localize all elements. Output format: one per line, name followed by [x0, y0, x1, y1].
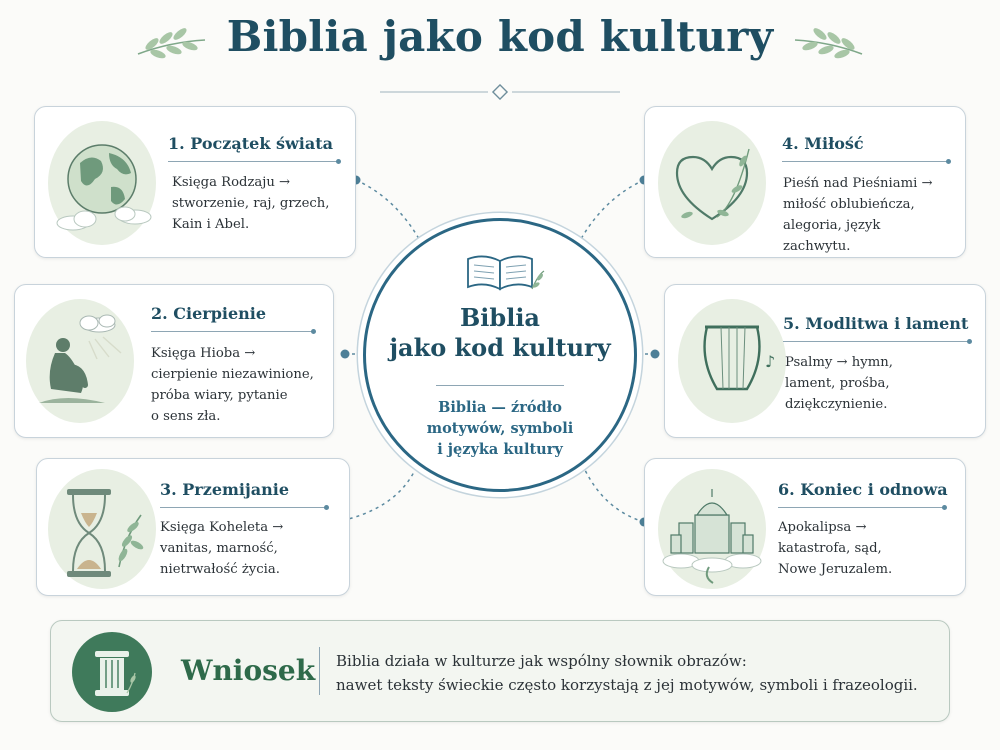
open-book-icon: [467, 255, 545, 291]
card-title: 4. Miłość: [782, 134, 864, 153]
card-milosc: 4. Miłość Pieśń nad Pieśniami → miłość o…: [644, 106, 966, 258]
card-divider: [778, 505, 947, 510]
center-title: Biblia jako kod kultury: [389, 303, 611, 362]
center-circle: Biblia jako kod kultury Biblia — źródło …: [363, 218, 637, 492]
card-divider: [782, 159, 951, 164]
conclusion-divider: [319, 647, 320, 695]
heart-vine-icon: [658, 121, 766, 245]
conclusion-label: Wniosek: [181, 654, 316, 687]
card-divider: [160, 505, 329, 510]
city-icon: [658, 469, 766, 589]
card-cierpienie: 2. Cierpienie Księga Hioba → cierpienie …: [14, 284, 334, 438]
page-title: Biblia jako kod kultury: [226, 12, 774, 61]
center-divider: [436, 385, 564, 386]
suffering-figure-icon: [26, 299, 134, 423]
card-description: Księga Koheleta → vanitas, marność, niet…: [160, 520, 284, 577]
conclusion-panel: Wniosek Biblia działa w kulturze jak wsp…: [50, 620, 950, 722]
card-title: 2. Cierpienie: [151, 304, 267, 323]
card-description: Pieśń nad Pieśniami → miłość oblubieńcza…: [783, 176, 933, 254]
hourglass-icon: [48, 469, 156, 589]
card-divider: [168, 159, 341, 164]
card-koniec-i-odnowa: 6. Koniec i odnowa Apokalipsa → katastro…: [644, 458, 966, 596]
card-description: Apokalipsa → katastrofa, sąd, Nowe Jeruz…: [778, 520, 893, 577]
card-title: 3. Przemijanie: [160, 480, 290, 499]
lyre-icon: ♪: [678, 299, 786, 423]
card-description: Księga Rodzaju → stworzenie, raj, grzech…: [172, 175, 330, 232]
column-icon: [72, 632, 152, 712]
card-poczatek-swiata: 1. Początek świata Księga Rodzaju → stwo…: [34, 106, 356, 258]
card-divider: [151, 329, 316, 334]
card-modlitwa-i-lament: ♪ 5. Modlitwa i lament Psalmy → hymn, la…: [664, 284, 986, 438]
card-title: 5. Modlitwa i lament: [783, 314, 969, 333]
card-title: 6. Koniec i odnowa: [778, 480, 948, 499]
globe-icon: [48, 121, 156, 245]
svg-text:♪: ♪: [765, 352, 775, 371]
card-description: Psalmy → hymn, lament, prośba, dziękczyn…: [785, 355, 893, 412]
conclusion-text: Biblia działa w kulturze jak wspólny sło…: [336, 652, 918, 694]
center-subtitle: Biblia — źródło motywów, symboli i język…: [426, 399, 574, 458]
card-title: 1. Początek świata: [168, 134, 333, 153]
card-przemijanie: 3. Przemijanie Księga Koheleta → vanitas…: [36, 458, 350, 596]
card-description: Księga Hioba → cierpienie niezawinione, …: [151, 346, 314, 424]
laurel-left-icon: [137, 28, 206, 59]
title-divider: [380, 84, 620, 100]
card-divider: [783, 339, 972, 344]
laurel-right-icon: [794, 28, 863, 59]
